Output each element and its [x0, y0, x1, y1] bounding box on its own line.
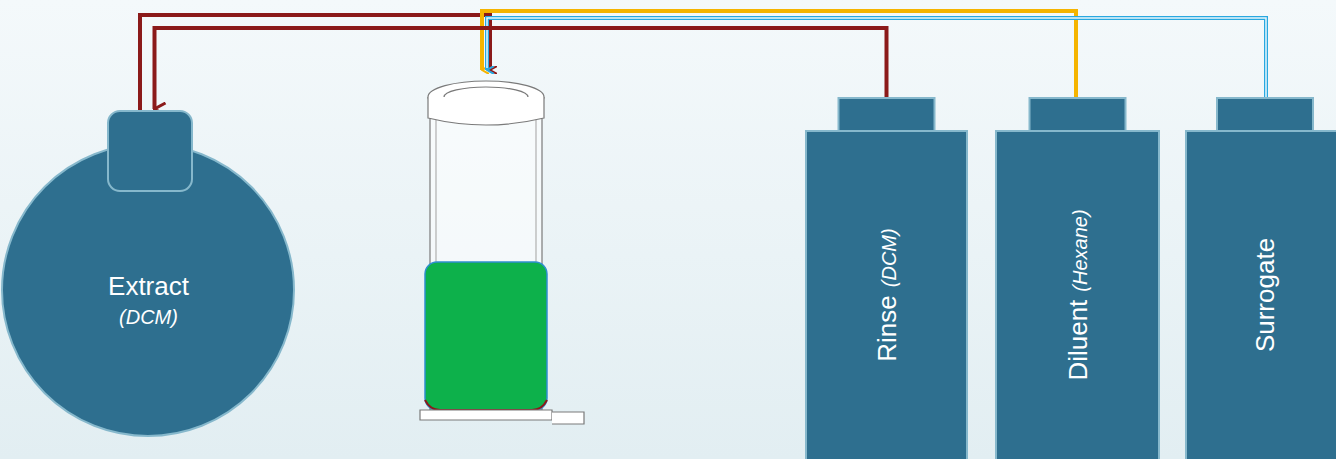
solvent-label: (DCM)	[108, 303, 189, 331]
rinse-bottle: Rinse (DCM)	[805, 97, 968, 459]
surrogate-bottle: Surrogate	[1185, 97, 1336, 459]
label-group: Rinse (DCM)	[871, 228, 902, 361]
diluent-line	[482, 11, 1076, 97]
node-label: Extract	[108, 269, 189, 303]
label-group: Diluent (Hexane)	[1062, 209, 1093, 380]
rinse-line	[155, 28, 887, 109]
node-label: Rinse	[871, 295, 901, 361]
node-label: Surrogate	[1250, 238, 1280, 352]
vial	[420, 81, 584, 424]
extract-flask: Extract(DCM)	[0, 110, 297, 440]
label-group: Surrogate	[1250, 238, 1281, 352]
label-group: Extract(DCM)	[108, 269, 189, 331]
diluent-bottle: Diluent (Hexane)	[995, 97, 1160, 459]
node-label: Diluent	[1062, 300, 1092, 381]
solvent-label: (Hexane)	[1068, 209, 1090, 291]
solvent-label: (DCM)	[877, 228, 899, 287]
